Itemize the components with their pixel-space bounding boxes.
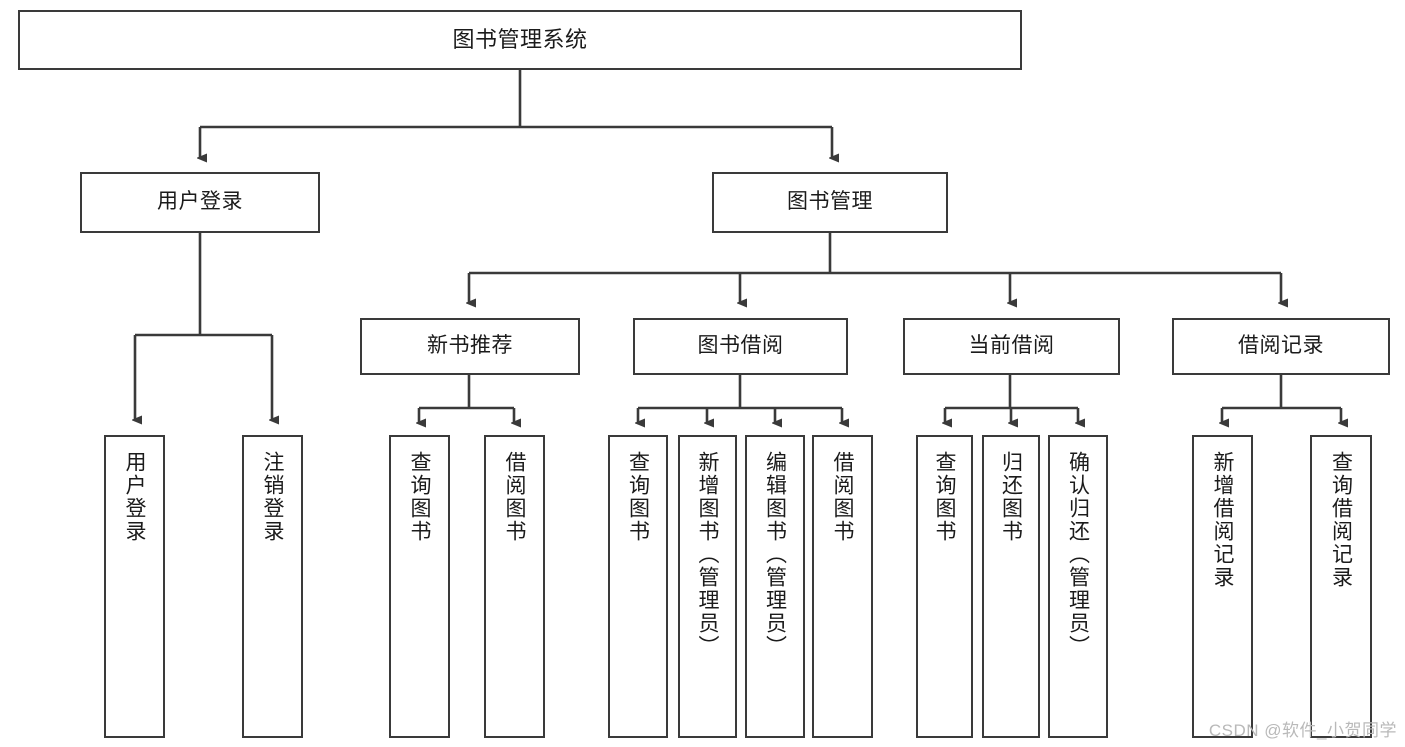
node-leaf-query-book-1[interactable]: 查询图书 xyxy=(389,435,450,738)
node-leaf-query-record[interactable]: 查询借阅记录 xyxy=(1310,435,1372,738)
node-label: 注销登录 xyxy=(261,451,284,543)
node-label: 查询图书 xyxy=(933,451,956,543)
node-leaf-borrow-book-2[interactable]: 借阅图书 xyxy=(812,435,873,738)
node-leaf-borrow-book-1[interactable]: 借阅图书 xyxy=(484,435,545,738)
node-root-system[interactable]: 图书管理系统 xyxy=(18,10,1022,70)
node-leaf-confirm-return[interactable]: 确认归还（管理员） xyxy=(1048,435,1108,738)
node-leaf-user-login[interactable]: 用户登录 xyxy=(104,435,165,738)
node-label: 查询图书 xyxy=(408,451,431,543)
node-label: 新增图书（管理员） xyxy=(696,451,719,658)
node-leaf-add-book[interactable]: 新增图书（管理员） xyxy=(678,435,737,738)
node-user-login[interactable]: 用户登录 xyxy=(80,172,320,233)
node-label: 借阅记录 xyxy=(1238,334,1324,358)
node-label: 用户登录 xyxy=(157,190,243,214)
node-label: 图书借阅 xyxy=(697,334,784,358)
node-label: 新增借阅记录 xyxy=(1211,451,1234,589)
node-leaf-edit-book[interactable]: 编辑图书（管理员） xyxy=(745,435,805,738)
node-label: 编辑图书（管理员） xyxy=(763,451,787,658)
node-leaf-query-book-2[interactable]: 查询图书 xyxy=(608,435,668,738)
node-label: 归还图书 xyxy=(999,451,1023,543)
node-label: 借阅图书 xyxy=(503,451,526,543)
node-label: 查询图书 xyxy=(626,451,650,543)
node-label: 图书管理系统 xyxy=(452,27,588,53)
node-borrow-record[interactable]: 借阅记录 xyxy=(1172,318,1390,375)
node-current-borrow[interactable]: 当前借阅 xyxy=(903,318,1120,375)
node-label: 查询借阅记录 xyxy=(1329,451,1353,589)
node-label: 当前借阅 xyxy=(968,334,1055,358)
node-new-book-recommend[interactable]: 新书推荐 xyxy=(360,318,580,375)
node-leaf-add-record[interactable]: 新增借阅记录 xyxy=(1192,435,1253,738)
csdn-watermark: CSDN @软件_小贺同学 xyxy=(1208,721,1397,740)
node-label: 确认归还（管理员） xyxy=(1066,451,1090,658)
node-leaf-query-book-3[interactable]: 查询图书 xyxy=(916,435,973,738)
node-label: 借阅图书 xyxy=(831,451,854,543)
node-label: 用户登录 xyxy=(123,451,146,543)
node-leaf-logout[interactable]: 注销登录 xyxy=(242,435,303,738)
node-leaf-return-book[interactable]: 归还图书 xyxy=(982,435,1040,738)
node-label: 图书管理 xyxy=(787,190,873,214)
node-label: 新书推荐 xyxy=(427,334,513,358)
node-book-manage[interactable]: 图书管理 xyxy=(712,172,948,233)
node-book-borrow[interactable]: 图书借阅 xyxy=(633,318,848,375)
